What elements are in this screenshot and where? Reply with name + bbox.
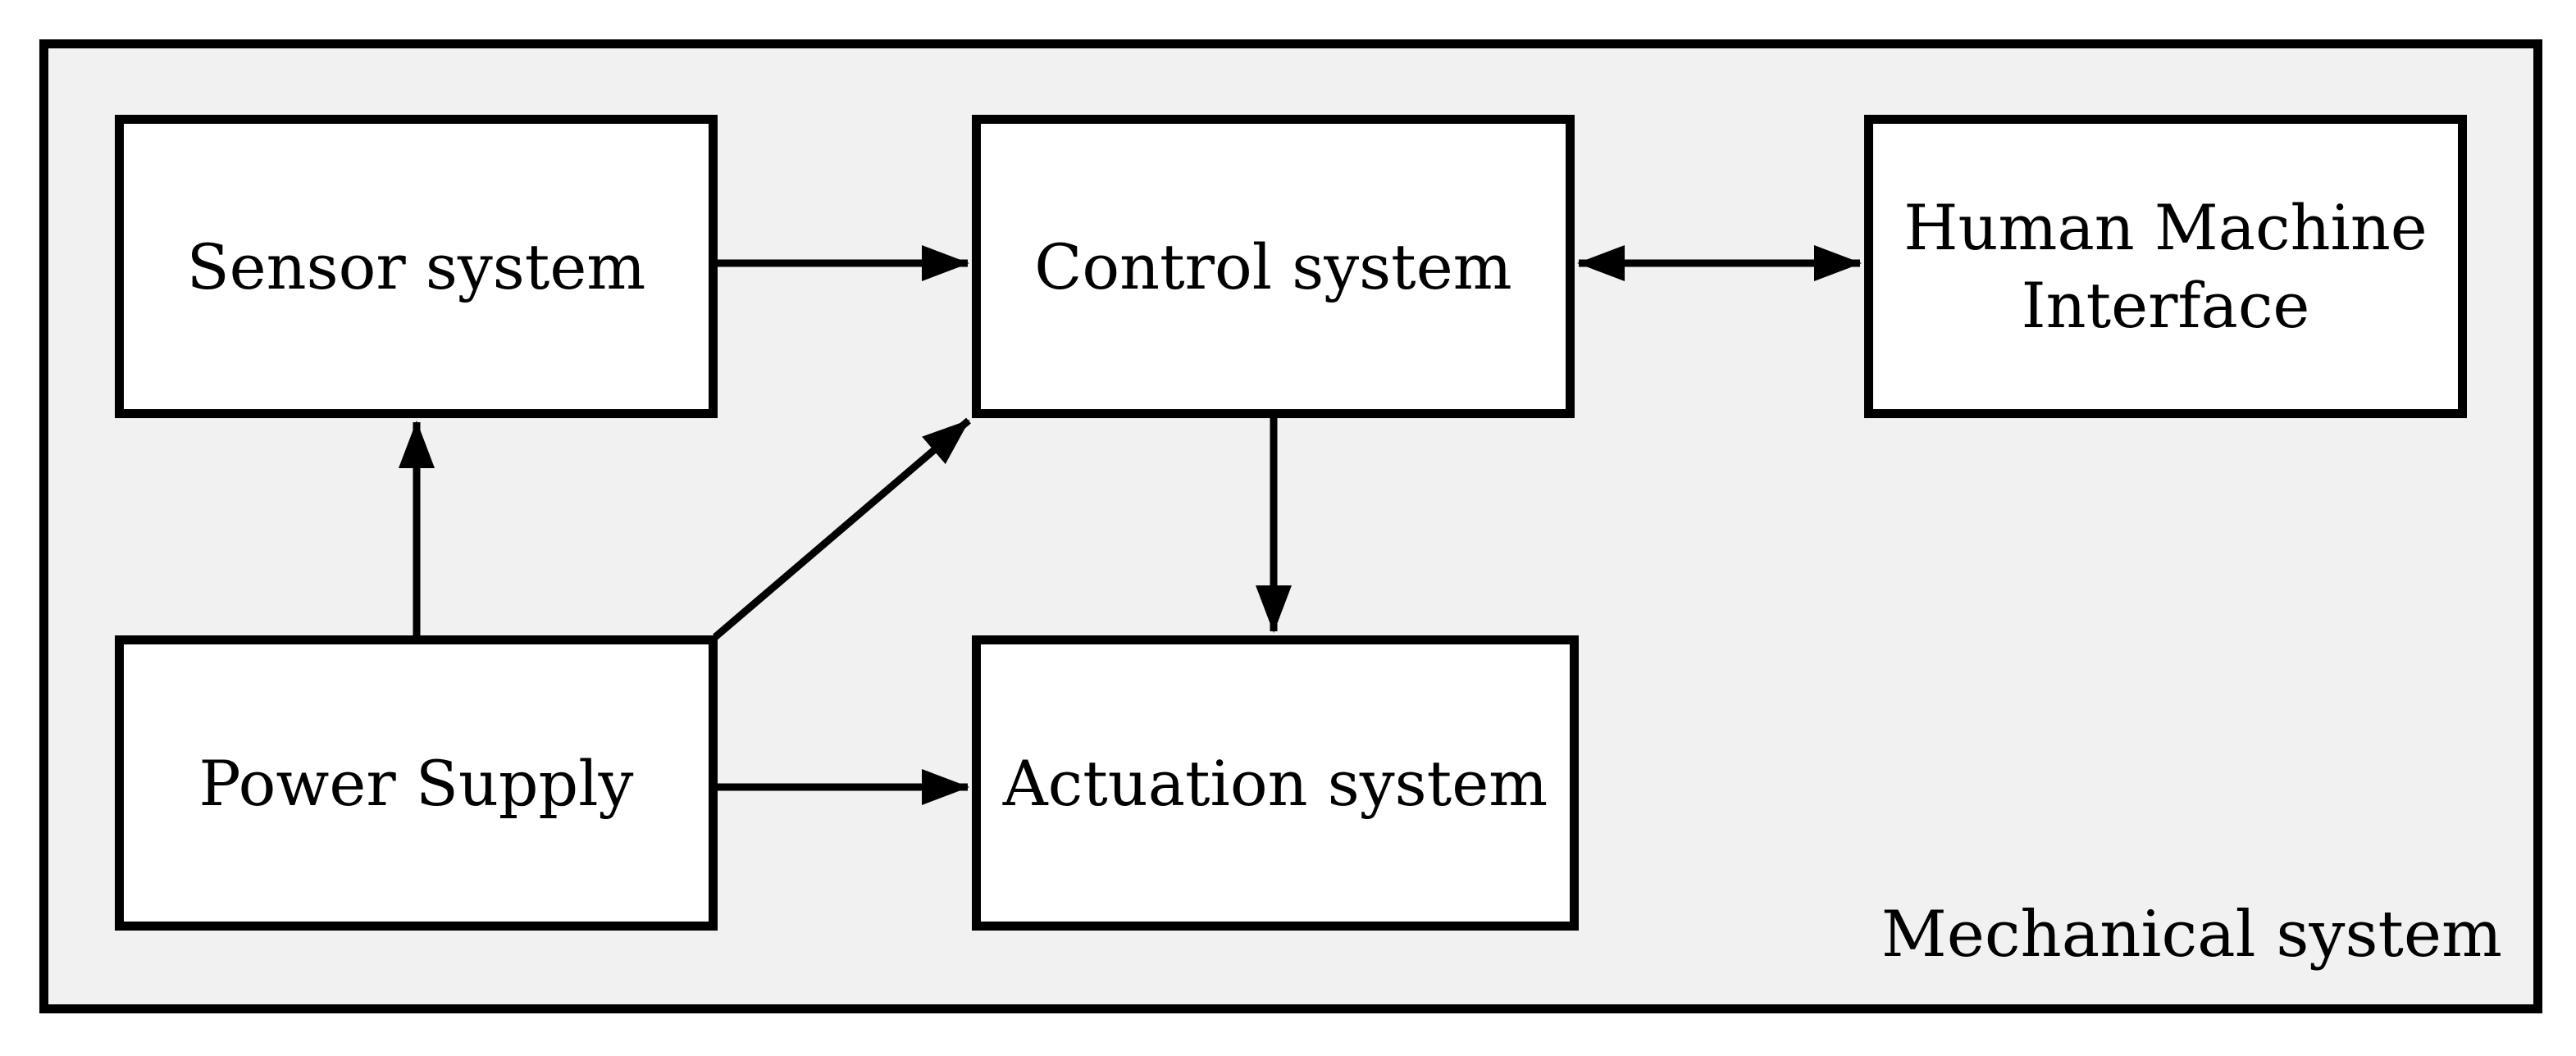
node-control-system-label: Control system: [1034, 230, 1512, 303]
node-power-supply: Power Supply: [115, 635, 718, 931]
node-control-system: Control system: [972, 115, 1575, 418]
node-power-supply-label: Power Supply: [198, 746, 634, 820]
node-human-machine-interface: Human Machine Interface: [1864, 115, 2467, 418]
node-human-machine-interface-label: Human Machine Interface: [1904, 191, 2428, 342]
node-sensor-system: Sensor system: [115, 115, 718, 418]
mechanical-system-label: Mechanical system: [1881, 898, 2502, 972]
node-actuation-system-label: Actuation system: [1002, 746, 1548, 820]
node-actuation-system: Actuation system: [972, 635, 1579, 931]
node-sensor-system-label: Sensor system: [186, 230, 646, 303]
